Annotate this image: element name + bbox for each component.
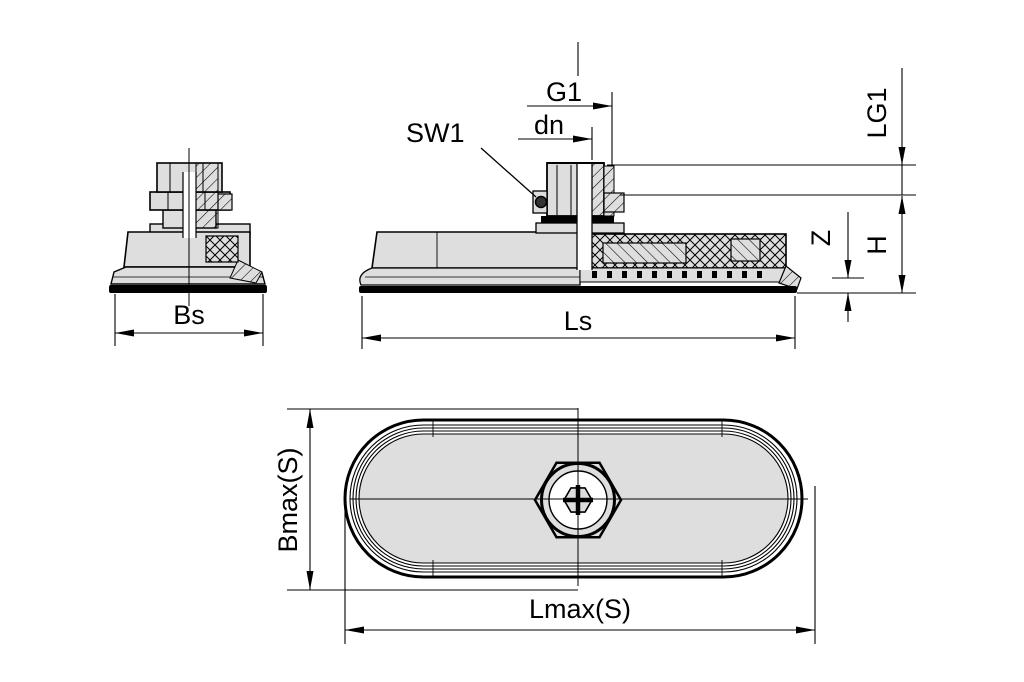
front-lip-left	[359, 267, 581, 286]
ls-arrow-left	[362, 334, 381, 342]
side-fitting-section-hatch	[195, 162, 219, 229]
ls-arrow-right	[776, 334, 795, 342]
front-seal-edge	[359, 286, 797, 293]
ls-label: Ls	[564, 306, 593, 336]
front-locknut-hatch	[604, 193, 624, 212]
lmax-arrow-left	[345, 626, 364, 634]
side-view: Bs	[109, 148, 267, 346]
lg1-arrow-down	[898, 147, 906, 165]
side-locknut-hatch	[218, 194, 232, 210]
side-insert-hatch	[206, 236, 238, 262]
front-seal-ribs	[592, 271, 762, 278]
bmax-arrow-down	[306, 571, 314, 590]
g1-arrow	[593, 102, 612, 110]
bmax-arrow-up	[306, 409, 314, 428]
front-sw1-flat	[534, 195, 548, 209]
front-thread-hatch	[604, 166, 614, 216]
lmax-label: Lmax(S)	[529, 594, 631, 624]
lmax-arrow-right	[796, 626, 815, 634]
sw1-label: SW1	[406, 118, 465, 148]
front-fitting-section-hatch	[592, 163, 604, 216]
dn-label: dn	[534, 110, 564, 140]
z-arrow-down	[844, 260, 852, 278]
front-bore	[577, 163, 592, 270]
front-plate-left	[371, 231, 581, 269]
z-label: Z	[806, 230, 836, 247]
side-lip-wedge-hatch	[230, 260, 262, 283]
bs-label: Bs	[173, 300, 205, 330]
bs-arrow-left	[115, 329, 134, 337]
h-label: H	[862, 235, 892, 255]
lg1-label: LG1	[862, 87, 892, 138]
front-lip-tip-hatch	[779, 266, 801, 289]
front-insert-2-hatch	[731, 239, 760, 261]
h-arrow-down	[898, 275, 906, 293]
side-lip-seal-edge	[109, 285, 267, 293]
bs-arrow-right	[244, 329, 263, 337]
bottom-view: Bmax(S) Lmax(S)	[273, 408, 816, 644]
bmax-label: Bmax(S)	[273, 447, 303, 552]
sw1-leader-line	[480, 147, 537, 198]
front-insert-1-hatch	[603, 243, 686, 263]
front-view: G1 dn SW1 LG1 H Z Ls	[359, 42, 916, 349]
dn-arrow	[573, 135, 592, 143]
z-arrow-up	[844, 293, 852, 311]
g1-label: G1	[546, 77, 582, 107]
